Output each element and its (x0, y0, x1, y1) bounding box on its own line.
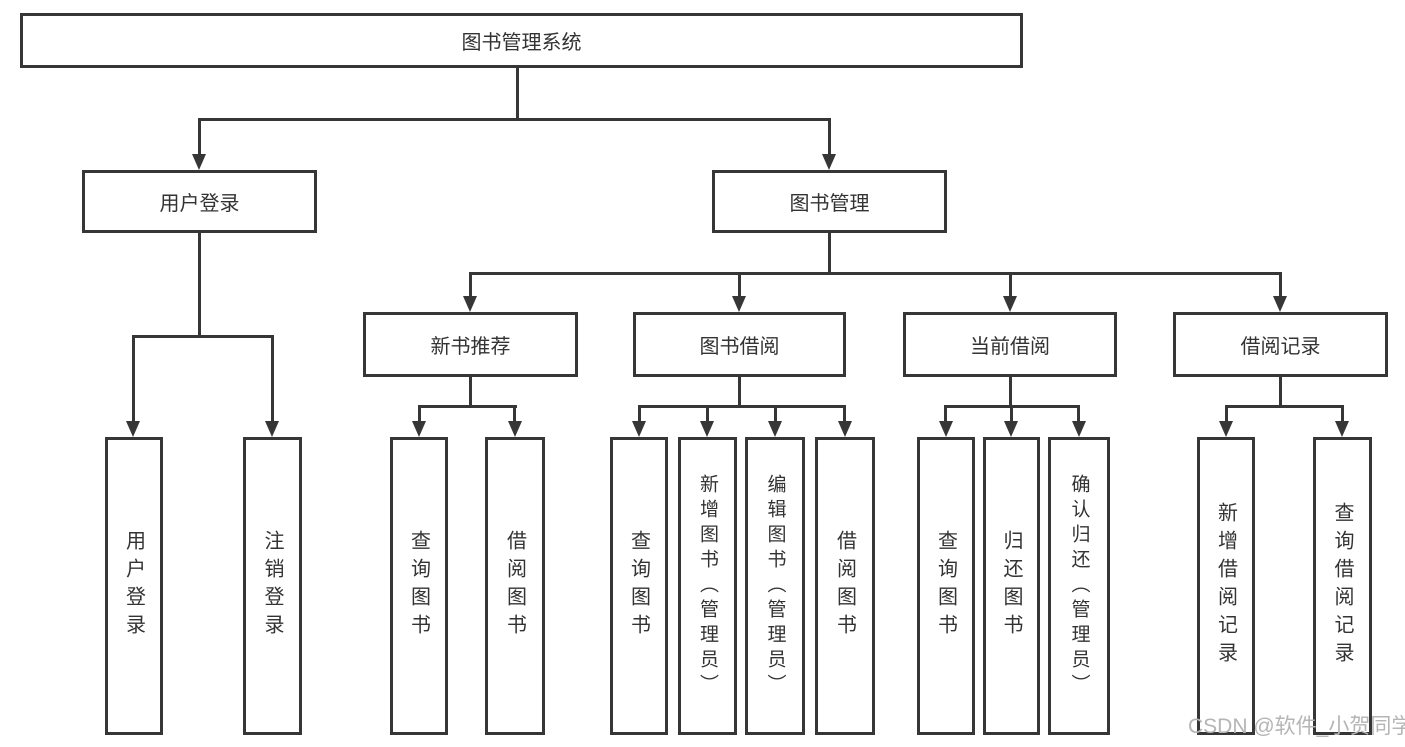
connector (469, 272, 1281, 275)
arrowhead-icon (939, 421, 953, 437)
leaf-query-borrow-record-label: 查询借阅记录 (1331, 502, 1353, 670)
arrowhead-icon (1003, 296, 1017, 312)
leaf-query-books-recommend: 查询图书 (390, 437, 448, 735)
leaf-borrow-books-recommend: 借阅图书 (485, 437, 545, 735)
connector (469, 377, 472, 407)
arrowhead-icon (412, 421, 426, 437)
leaf-add-book-admin: 新增图书（管理员） (678, 437, 737, 735)
connector (944, 405, 947, 421)
connector (843, 405, 846, 421)
leaf-return-book: 归还图书 (983, 437, 1040, 735)
connector (198, 233, 201, 338)
leaf-add-borrow-record-label: 新增借阅记录 (1214, 502, 1237, 670)
node-book-management-label: 图书管理 (789, 193, 870, 215)
connector (738, 377, 741, 407)
leaf-add-borrow-record: 新增借阅记录 (1197, 437, 1255, 735)
connector (1279, 377, 1282, 407)
connector (271, 335, 274, 421)
leaf-query-books-current: 查询图书 (917, 437, 975, 735)
connector (1077, 405, 1080, 421)
arrowhead-icon (1219, 421, 1233, 437)
connector (1009, 377, 1012, 407)
connector (638, 405, 641, 421)
leaf-confirm-return-admin: 确认归还（管理员） (1048, 437, 1110, 735)
leaf-add-book-admin-label: 新增图书（管理员） (697, 473, 718, 699)
leaf-confirm-return-admin-label: 确认归还（管理员） (1068, 473, 1090, 699)
node-new-book-recommendation: 新书推荐 (363, 312, 578, 377)
arrowhead-icon (1004, 421, 1018, 437)
node-user-login-label: 用户登录 (159, 193, 240, 215)
leaf-return-book-label: 归还图书 (1000, 530, 1022, 642)
node-borrowing-records: 借阅记录 (1173, 312, 1388, 377)
arrowhead-icon (126, 421, 140, 437)
arrowhead-icon (822, 154, 836, 170)
connector (1226, 405, 1344, 408)
connector (738, 272, 741, 296)
node-current-borrowing: 当前借阅 (903, 312, 1117, 377)
node-book-borrowing-label: 图书借阅 (699, 336, 780, 358)
arrowhead-icon (1072, 421, 1086, 437)
node-borrowing-records-label: 借阅记录 (1240, 336, 1321, 358)
connector (1279, 272, 1282, 296)
connector (132, 335, 135, 421)
connector (1341, 405, 1344, 421)
node-current-borrowing-label: 当前借阅 (970, 336, 1050, 358)
connector (198, 118, 831, 121)
arrowhead-icon (700, 421, 714, 437)
node-root: 图书管理系统 (20, 13, 1023, 68)
leaf-query-borrow-record: 查询借阅记录 (1313, 437, 1372, 735)
arrowhead-icon (463, 296, 477, 312)
leaf-edit-book-admin-label: 编辑图书（管理员） (764, 473, 786, 699)
leaf-borrow-books-recommend-label: 借阅图书 (503, 530, 526, 642)
leaf-borrow-books-borrowing-label: 借阅图书 (833, 530, 856, 642)
connector (774, 405, 777, 421)
connector (1010, 405, 1013, 421)
leaf-query-books-current-label: 查询图书 (934, 530, 957, 642)
node-book-management: 图书管理 (712, 170, 947, 233)
connector (469, 272, 472, 296)
connector (828, 233, 831, 275)
connector (1225, 405, 1228, 421)
arrowhead-icon (265, 421, 279, 437)
leaf-query-books-recommend-label: 查询图书 (407, 530, 430, 642)
arrowhead-icon (732, 296, 746, 312)
connector (418, 405, 421, 421)
connector (418, 405, 517, 408)
arrowhead-icon (508, 421, 522, 437)
leaf-logout-label: 注销登录 (261, 530, 283, 642)
arrowhead-icon (768, 421, 782, 437)
connector (638, 405, 846, 408)
watermark: CSDN @软件_小贺同学 (1188, 715, 1405, 738)
node-root-label: 图书管理系统 (461, 32, 582, 54)
connector (516, 68, 519, 121)
connector (513, 405, 516, 421)
connector (133, 335, 274, 338)
connector (198, 118, 201, 154)
leaf-logout: 注销登录 (243, 437, 302, 735)
connector (828, 118, 831, 154)
leaf-edit-book-admin: 编辑图书（管理员） (745, 437, 805, 735)
node-new-book-recommendation-label: 新书推荐 (430, 336, 511, 358)
arrowhead-icon (1273, 296, 1287, 312)
node-user-login: 用户登录 (82, 170, 317, 233)
leaf-query-books-borrowing: 查询图书 (610, 437, 668, 735)
leaf-user-login: 用户登录 (105, 437, 163, 735)
arrowhead-icon (1335, 421, 1349, 437)
arrowhead-icon (192, 154, 206, 170)
connector (706, 405, 709, 421)
leaf-query-books-borrowing-label: 查询图书 (627, 530, 650, 642)
leaf-borrow-books-borrowing: 借阅图书 (815, 437, 875, 735)
node-book-borrowing: 图书借阅 (633, 312, 846, 377)
arrowhead-icon (632, 421, 646, 437)
leaf-user-login-label: 用户登录 (122, 530, 145, 642)
connector (1009, 272, 1012, 296)
arrowhead-icon (838, 421, 852, 437)
